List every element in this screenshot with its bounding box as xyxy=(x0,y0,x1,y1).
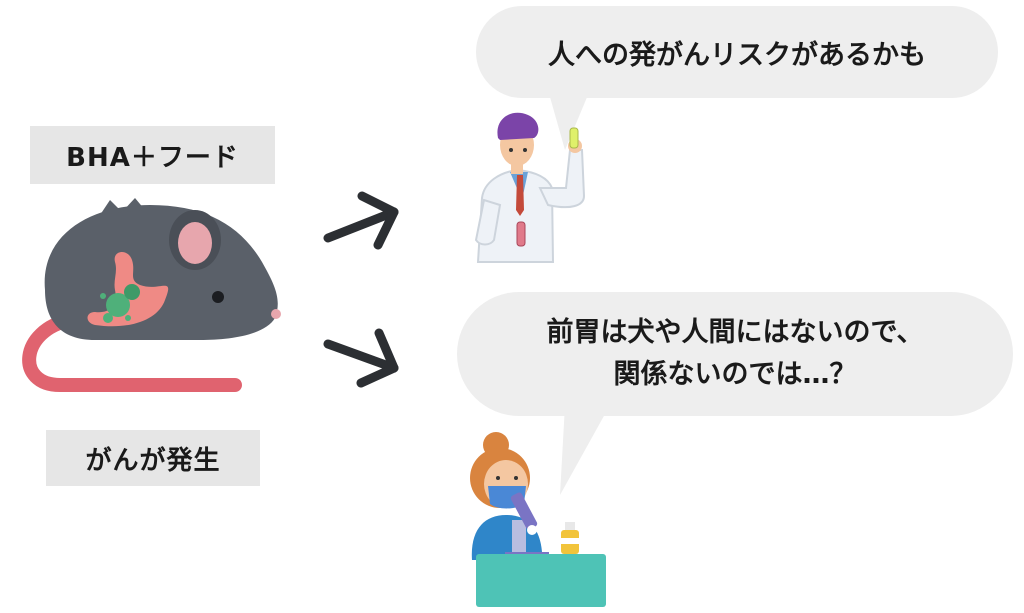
condition-label: BHA＋フード xyxy=(30,126,275,184)
scientist-hair xyxy=(497,112,539,140)
rat-nose xyxy=(271,309,281,319)
rat-eye xyxy=(212,291,224,303)
result-label: がんが発生 xyxy=(46,430,260,486)
scientist-illustration xyxy=(474,112,586,263)
scientist-tie xyxy=(516,175,524,216)
bottle-icon xyxy=(561,522,579,554)
researcher-illustration xyxy=(470,432,606,607)
researcher-speech-line-1: 前胃は犬や人間にはないので、 xyxy=(546,317,924,349)
arrow-to-researcher-icon xyxy=(323,328,399,388)
rat-tail xyxy=(22,313,242,392)
condition-label-text: BHA＋フード xyxy=(66,142,239,173)
arrow-to-scientist-icon xyxy=(323,191,399,250)
desk xyxy=(476,554,606,607)
researcher-speech-bubble: 前胃は犬や人間にはないので、 関係ないのでは…？ xyxy=(457,292,1013,416)
bubble-tail-scientist xyxy=(548,90,590,150)
test-tube-icon xyxy=(569,127,579,149)
scientist-speech-text: 人への発がんリスクがあるかも xyxy=(548,39,926,71)
scientist-speech-bubble: 人への発がんリスクがあるかも xyxy=(476,6,998,98)
rat-body xyxy=(44,205,278,340)
bubble-tail-researcher xyxy=(560,405,610,495)
scientist-neck xyxy=(511,160,523,174)
researcher-speech-line-2: 関係ないのでは…？ xyxy=(613,359,857,390)
cancer-cell-icon xyxy=(100,284,140,323)
scientist-left-arm xyxy=(474,198,502,246)
rat-ear xyxy=(178,222,212,264)
scientist-arm xyxy=(538,149,586,209)
rat-fur xyxy=(100,198,145,215)
result-label-text: がんが発生 xyxy=(85,445,221,476)
test-tube-2-icon xyxy=(516,221,526,247)
rat-illustration xyxy=(22,198,281,392)
